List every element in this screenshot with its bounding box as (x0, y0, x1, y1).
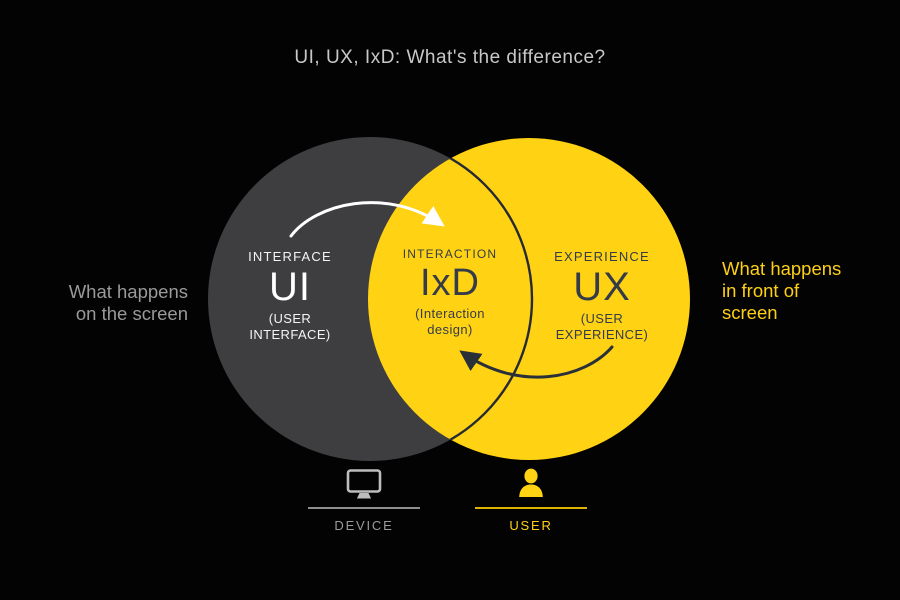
ux-label-group: EXPERIENCE UX (USER EXPERIENCE) (528, 249, 676, 343)
device-divider (308, 507, 420, 509)
ui-label-group: INTERFACE UI (USER INTERFACE) (212, 249, 368, 343)
ui-subtitle: (USER INTERFACE) (249, 310, 331, 343)
ux-eyebrow: EXPERIENCE (554, 249, 650, 264)
user-divider (475, 507, 587, 509)
ixd-acronym: IxD (420, 262, 480, 304)
annotation-on-screen: What happens on the screen (68, 281, 188, 325)
venn-overlap-outline (368, 138, 534, 460)
arrow-ux-to-ixd-icon (459, 345, 614, 379)
legend-device: DEVICE (308, 468, 420, 533)
page-title: UI, UX, IxD: What's the difference? (294, 47, 606, 68)
arrow-ui-to-ixd-icon (289, 201, 445, 238)
venn-right-circle-ux (368, 138, 690, 460)
ixd-eyebrow: INTERACTION (402, 247, 498, 261)
ixd-subtitle: (Interaction design) (415, 305, 485, 337)
user-label: USER (509, 518, 553, 533)
monitor-icon (345, 468, 383, 500)
ux-subtitle: (USER EXPERIENCE) (555, 310, 649, 343)
ui-eyebrow: INTERFACE (248, 249, 332, 264)
ui-acronym: UI (269, 265, 311, 309)
person-icon (514, 468, 548, 500)
legend-user: USER (475, 468, 587, 533)
device-label: DEVICE (334, 518, 394, 533)
ux-acronym: UX (573, 265, 631, 309)
annotation-front-of-screen: What happens in front of screen (722, 258, 842, 324)
ixd-label-group: INTERACTION IxD (Interaction design) (382, 247, 518, 338)
